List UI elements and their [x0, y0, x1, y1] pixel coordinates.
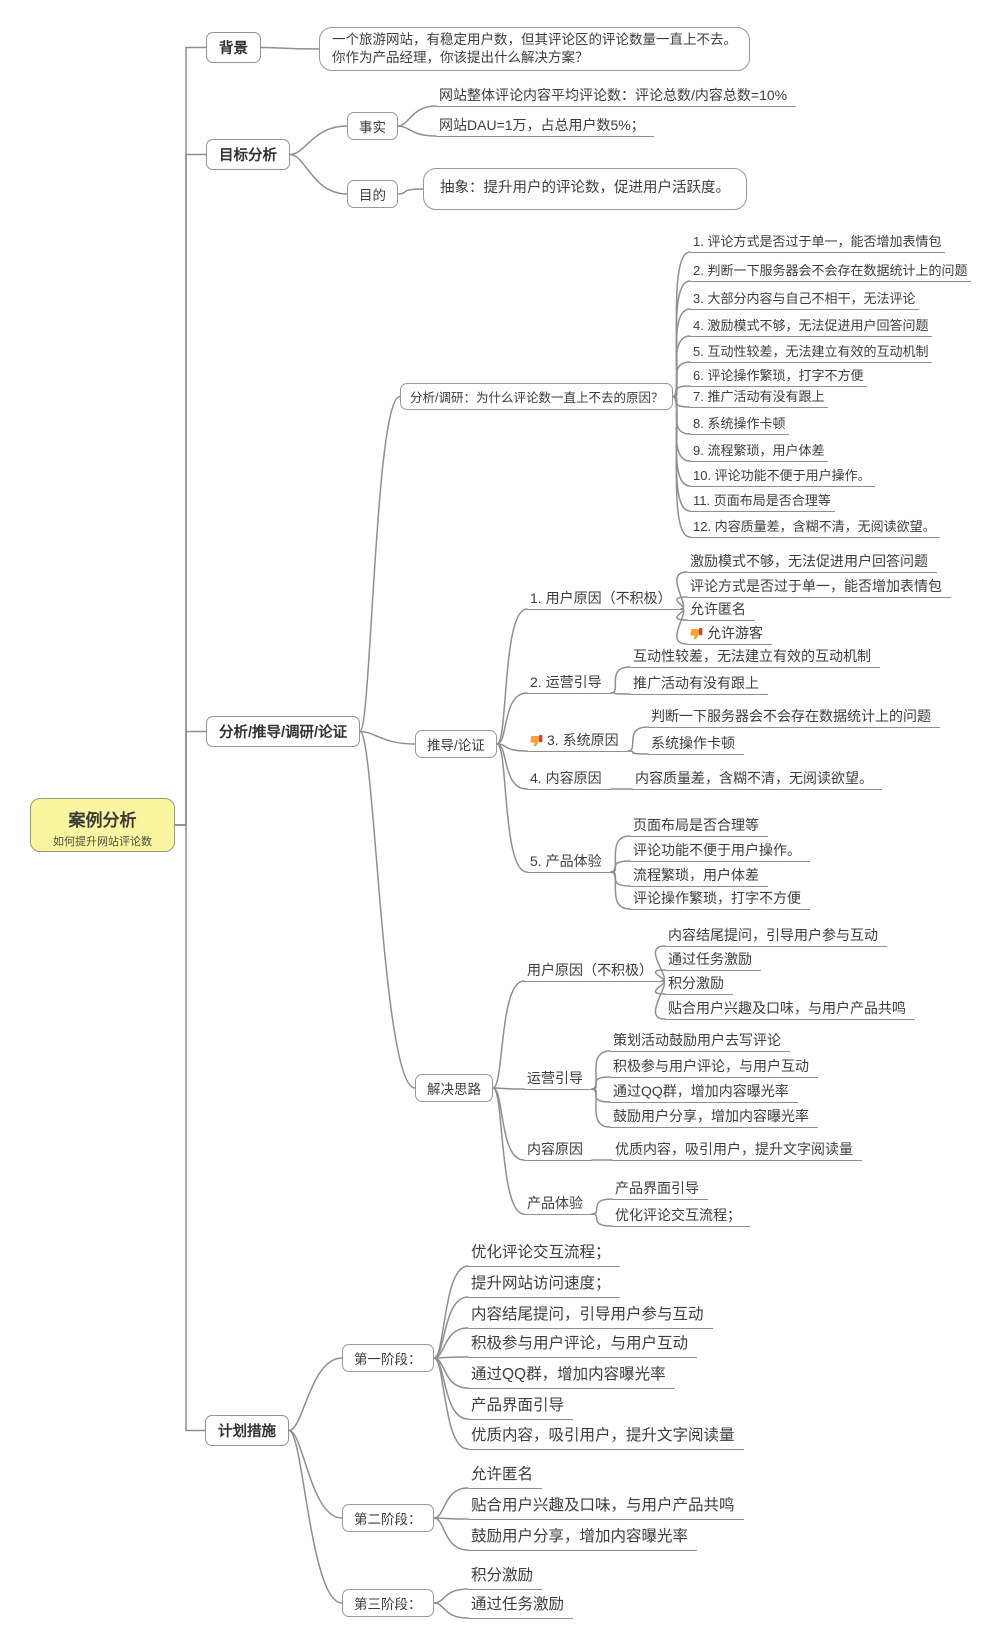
- plan-item[interactable]: 鼓励用户分享，增加内容曝光率: [468, 1527, 698, 1551]
- plan-item[interactable]: 积极参与用户评论，与用户互动: [468, 1334, 698, 1358]
- solution-group-content[interactable]: 内容原因: [524, 1140, 592, 1161]
- fact-item[interactable]: 网站整体评论内容平均评论数：评论总数/内容总数=10%: [436, 86, 797, 107]
- plan-item[interactable]: 产品界面引导: [468, 1396, 574, 1420]
- solution-item[interactable]: 贴合用户兴趣及口味，与用户产品共鸣: [665, 999, 915, 1020]
- solution-item[interactable]: 通过QQ群，增加内容曝光率: [610, 1082, 798, 1103]
- deduce-group-user[interactable]: 1. 用户原因（不积极）: [527, 589, 681, 610]
- research-item[interactable]: 4. 激励模式不够，无法促进用户回答问题: [690, 317, 933, 337]
- plan-item[interactable]: 通过QQ群，增加内容曝光率: [468, 1365, 675, 1389]
- topic-phase-2[interactable]: 第二阶段：: [342, 1504, 434, 1532]
- fact-item[interactable]: 网站DAU=1万，占总用户数5%；: [436, 116, 654, 137]
- plan-item[interactable]: 通过任务激励: [468, 1595, 574, 1619]
- research-item[interactable]: 3. 大部分内容与自己不相干，无法评论: [690, 290, 920, 310]
- topic-background[interactable]: 背景: [206, 32, 261, 63]
- solution-item[interactable]: 产品界面引导: [612, 1179, 708, 1200]
- solution-item[interactable]: 内容结尾提问，引导用户参与互动: [665, 926, 887, 947]
- plan-item[interactable]: 积分激励: [468, 1566, 543, 1590]
- deduce-group-product[interactable]: 5. 产品体验: [527, 852, 611, 873]
- research-item[interactable]: 2. 判断一下服务器会不会存在数据统计上的问题: [690, 262, 972, 282]
- plan-item[interactable]: 允许匿名: [468, 1465, 543, 1489]
- deduce-item-label: 允许游客: [707, 625, 763, 641]
- plan-item[interactable]: 优化评论交互流程；: [468, 1243, 620, 1267]
- solution-group-user[interactable]: 用户原因（不积极）: [524, 961, 662, 982]
- solution-item[interactable]: 策划活动鼓励用户去写评论: [610, 1031, 790, 1052]
- deduce-group-label: 3. 系统原因: [547, 732, 619, 748]
- deduce-item[interactable]: 内容质量差，含糊不清，无阅读欲望。: [632, 769, 882, 790]
- plan-item[interactable]: 内容结尾提问，引导用户参与互动: [468, 1305, 713, 1329]
- deduce-group-content[interactable]: 4. 内容原因: [527, 769, 611, 790]
- deduce-item[interactable]: 页面布局是否合理等: [630, 816, 768, 837]
- topic-phase-1[interactable]: 第一阶段：: [342, 1344, 434, 1372]
- solution-item[interactable]: 优化评论交互流程；: [612, 1206, 750, 1227]
- solution-item[interactable]: 积极参与用户评论，与用户互动: [610, 1057, 818, 1078]
- topic-research-question[interactable]: 分析/调研：为什么评论数一直上不去的原因？: [400, 383, 674, 410]
- deduce-item[interactable]: 评论操作繁琐，打字不方便: [630, 889, 810, 910]
- research-item[interactable]: 11. 页面布局是否合理等: [690, 492, 835, 512]
- deduce-item[interactable]: 允许游客: [687, 624, 772, 645]
- solution-item[interactable]: 通过任务激励: [665, 950, 761, 971]
- dislike-icon: [690, 627, 703, 640]
- root-subtitle: 如何提升网站评论数: [53, 836, 152, 848]
- solution-item[interactable]: 积分激励: [665, 974, 733, 995]
- purpose-note[interactable]: 抽象：提升用户的评论数，促进用户活跃度。: [423, 168, 747, 210]
- root-topic[interactable]: 案例分析 如何提升网站评论数: [30, 798, 175, 852]
- deduce-item[interactable]: 允许匿名: [687, 600, 755, 621]
- plan-item[interactable]: 优质内容，吸引用户，提升文字阅读量: [468, 1426, 744, 1450]
- topic-solution[interactable]: 解决思路: [415, 1074, 493, 1102]
- deduce-item[interactable]: 判断一下服务器会不会存在数据统计上的问题: [648, 707, 940, 728]
- deduce-item[interactable]: 流程繁琐，用户体差: [630, 866, 768, 887]
- research-item[interactable]: 12. 内容质量差，含糊不清，无阅读欲望。: [690, 518, 940, 538]
- deduce-group-operations[interactable]: 2. 运营引导: [527, 673, 611, 694]
- research-item[interactable]: 10. 评论功能不便于用户操作。: [690, 467, 875, 487]
- plan-item[interactable]: 贴合用户兴趣及口味，与用户产品共鸣: [468, 1496, 744, 1520]
- solution-item[interactable]: 优质内容，吸引用户，提升文字阅读量: [612, 1140, 862, 1161]
- topic-phase-3[interactable]: 第三阶段：: [342, 1589, 434, 1617]
- deduce-group-system[interactable]: 3. 系统原因: [527, 731, 628, 752]
- research-item[interactable]: 8. 系统操作卡顿: [690, 415, 790, 435]
- deduce-item[interactable]: 评论方式是否过于单一，能否增加表情包: [687, 577, 951, 598]
- deduce-item[interactable]: 激励模式不够，无法促进用户回答问题: [687, 552, 937, 573]
- solution-group-product[interactable]: 产品体验: [524, 1194, 592, 1215]
- research-item[interactable]: 7. 推广活动有没有跟上: [690, 388, 829, 408]
- topic-fact[interactable]: 事实: [347, 112, 398, 140]
- research-item[interactable]: 9. 流程繁琐，用户体差: [690, 442, 829, 462]
- background-note[interactable]: 一个旅游网站，有稳定用户数，但其评论区的评论数量一直上不去。 你作为产品经理，你…: [319, 27, 750, 72]
- research-item[interactable]: 6. 评论操作繁琐，打字不方便: [690, 367, 868, 387]
- deduce-item[interactable]: 互动性较差，无法建立有效的互动机制: [630, 647, 880, 668]
- deduce-item[interactable]: 评论功能不便于用户操作。: [630, 841, 810, 862]
- research-item[interactable]: 5. 互动性较差，无法建立有效的互动机制: [690, 343, 933, 363]
- dislike-icon: [530, 734, 543, 747]
- deduce-item[interactable]: 推广活动有没有跟上: [630, 674, 768, 695]
- root-title: 案例分析: [68, 811, 137, 830]
- research-item[interactable]: 1. 评论方式是否过于单一，能否增加表情包: [690, 233, 946, 253]
- deduce-item[interactable]: 系统操作卡顿: [648, 734, 744, 755]
- plan-item[interactable]: 提升网站访问速度；: [468, 1274, 620, 1298]
- topic-purpose[interactable]: 目的: [347, 180, 398, 208]
- topic-deduction[interactable]: 推导/论证: [415, 730, 497, 758]
- topic-plan[interactable]: 计划措施: [205, 1415, 289, 1446]
- topic-analysis-deduction[interactable]: 分析/推导/调研/论证: [206, 716, 361, 747]
- solution-item[interactable]: 鼓励用户分享，增加内容曝光率: [610, 1107, 818, 1128]
- topic-goal-analysis[interactable]: 目标分析: [206, 139, 290, 170]
- solution-group-operations[interactable]: 运营引导: [524, 1069, 592, 1090]
